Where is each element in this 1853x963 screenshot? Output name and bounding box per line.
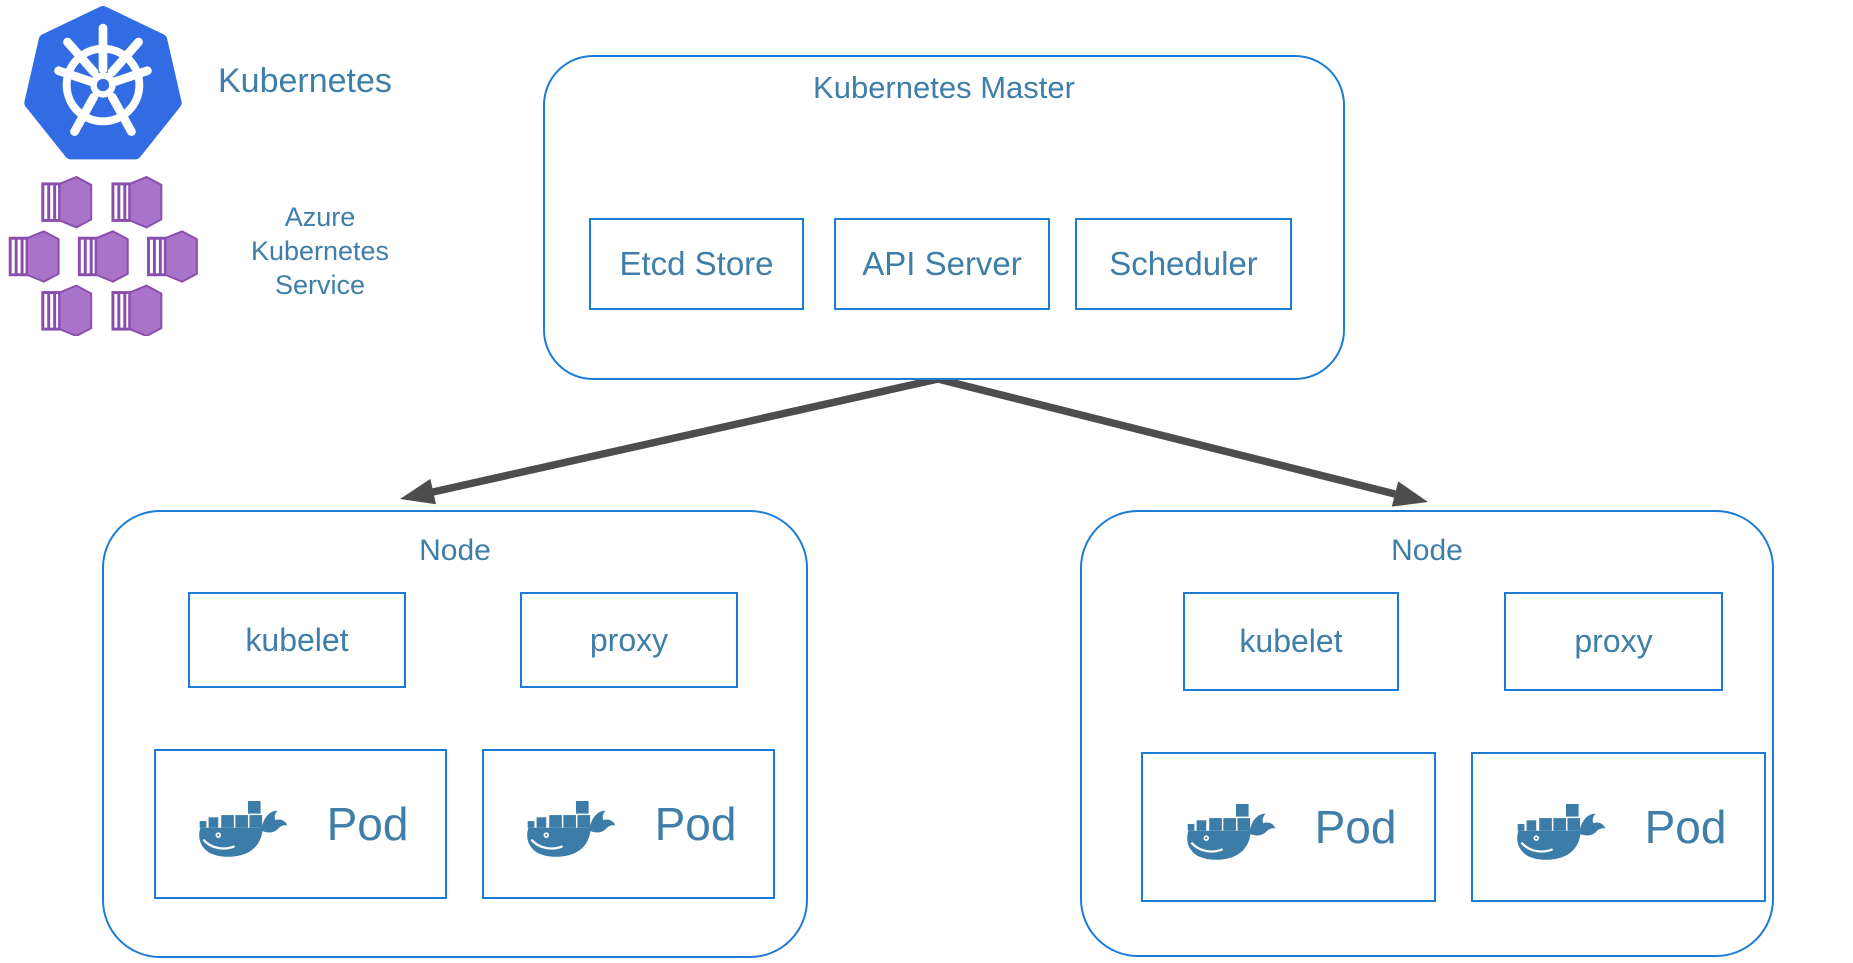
pod-label: Pod [1314,801,1397,853]
pod-label: Pod [1644,801,1727,853]
node-left-title: Node [419,534,491,567]
kubernetes-master-box: Kubernetes Master Etcd Store API Server … [543,55,1345,380]
docker-whale-icon [1511,784,1615,870]
pod-label: Pod [654,798,737,850]
aks-label-line-2: Kubernetes [250,236,390,267]
aks-label: Azure Kubernetes Service [228,200,412,302]
node-right-title: Node [1391,534,1463,567]
etcd-store-label: Etcd Store [619,245,774,282]
api-server-box: API Server [834,218,1050,310]
node-right-box: Node kubelet proxy Pod Pod [1080,510,1774,957]
arrow-to-right-node [937,375,1428,507]
node-left-kubelet-box: kubelet [188,592,406,688]
aks-label-line-1: Azure [284,202,356,232]
node-left-box: Node kubelet proxy Pod Pod [102,510,808,958]
pod-label: Pod [326,798,409,850]
docker-whale-icon [1181,784,1285,870]
node-right-proxy-box: proxy [1504,592,1723,691]
kubernetes-helm-icon [24,6,182,160]
etcd-store-box: Etcd Store [589,218,804,310]
kubernetes-master-title: Kubernetes Master [813,70,1075,105]
docker-whale-icon [521,781,625,867]
kubernetes-label: Kubernetes [218,62,392,100]
aks-containers-icon [8,176,198,336]
docker-whale-icon [193,781,297,867]
node-right-pod-1-box: Pod [1141,752,1436,902]
scheduler-label: Scheduler [1109,245,1258,282]
proxy-label: proxy [1574,623,1653,659]
kubelet-label: kubelet [245,621,349,658]
node-left-pod-1-box: Pod [154,749,447,899]
aks-label-line-3: Service [274,270,366,301]
api-server-label: API Server [862,245,1022,282]
node-left-proxy-box: proxy [520,592,738,688]
node-left-pod-2-box: Pod [482,749,775,899]
kubelet-label: kubelet [1239,623,1343,659]
proxy-label: proxy [589,621,669,658]
node-right-pod-2-box: Pod [1471,752,1766,902]
arrow-to-left-node [400,375,939,505]
node-right-kubelet-box: kubelet [1183,592,1399,691]
scheduler-box: Scheduler [1075,218,1292,310]
